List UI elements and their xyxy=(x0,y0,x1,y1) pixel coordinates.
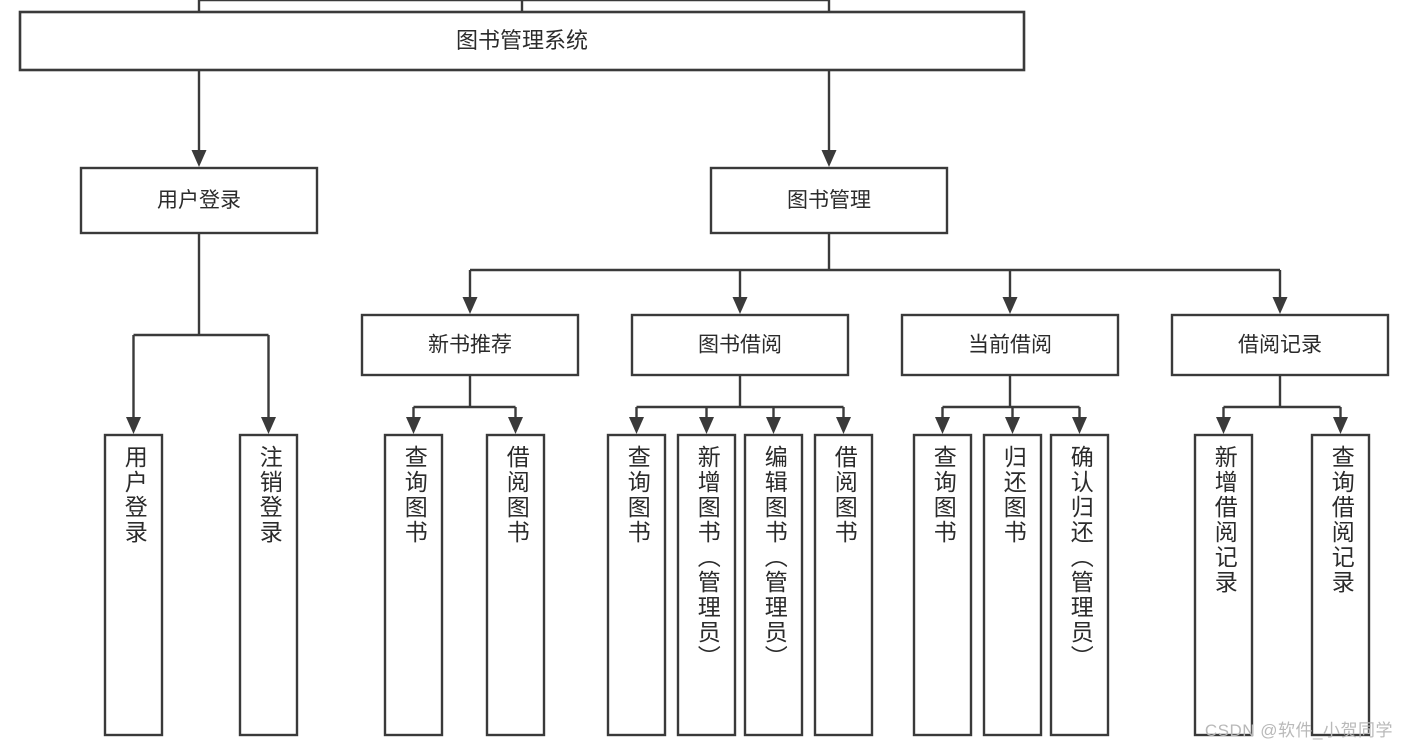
node-box-user-login-do[interactable] xyxy=(103,433,164,737)
node-box-new-book-recommend[interactable] xyxy=(360,313,580,377)
node-box-record-add[interactable] xyxy=(1193,433,1254,737)
arrow-head-current-borrow xyxy=(1002,297,1018,314)
node-box-borrow-add-book[interactable] xyxy=(676,433,737,737)
arrow-head-book-borrow xyxy=(732,297,748,314)
node-box-user-logout[interactable] xyxy=(238,433,299,737)
connector-layer xyxy=(126,0,1348,434)
node-box-recommend-query-book[interactable] xyxy=(383,433,444,737)
arrow-head-record-query xyxy=(1333,417,1348,434)
arrow-head-current-confirm-return xyxy=(1072,417,1087,434)
node-box-record-query[interactable] xyxy=(1310,433,1371,737)
arrow-head-borrow-edit-book xyxy=(766,417,781,434)
arrow-head-recommend-borrow-book xyxy=(508,417,523,434)
node-label-borrow-record: 借阅记录 xyxy=(1238,334,1322,357)
node-box-book-borrow[interactable] xyxy=(630,313,850,377)
arrow-head-book-manage xyxy=(821,150,837,167)
node-box-user-login[interactable] xyxy=(79,166,319,235)
arrow-head-current-return-book xyxy=(1005,417,1020,434)
node-label-new-book-recommend: 新书推荐 xyxy=(428,334,512,357)
node-box-borrow-query-book[interactable] xyxy=(606,433,667,737)
node-box-borrow-borrow-book[interactable] xyxy=(813,433,874,737)
node-box-root[interactable] xyxy=(18,10,1026,72)
arrow-head-record-add xyxy=(1216,417,1231,434)
watermark-text: CSDN @软件_小贺同学 xyxy=(1204,721,1393,740)
arrow-head-user-logout xyxy=(261,417,276,434)
node-label-root: 图书管理系统 xyxy=(456,28,588,53)
node-box-current-return-book[interactable] xyxy=(982,433,1043,737)
node-box-book-manage[interactable] xyxy=(709,166,949,235)
arrow-head-user-login-do xyxy=(126,417,141,434)
node-label-book-borrow: 图书借阅 xyxy=(698,334,782,357)
node-box-current-query-book[interactable] xyxy=(912,433,973,737)
node-box-borrow-record[interactable] xyxy=(1170,313,1390,377)
node-label-current-borrow: 当前借阅 xyxy=(968,334,1052,357)
node-box-current-confirm-return[interactable] xyxy=(1049,433,1110,737)
node-box-borrow-edit-book[interactable] xyxy=(743,433,804,737)
arrow-head-current-query-book xyxy=(935,417,950,434)
node-label-user-login: 用户登录 xyxy=(157,189,241,212)
arrow-head-new-book-recommend xyxy=(462,297,478,314)
node-box-recommend-borrow-book[interactable] xyxy=(485,433,546,737)
node-box-current-borrow[interactable] xyxy=(900,313,1120,377)
arrow-head-borrow-query-book xyxy=(629,417,644,434)
node-label-book-manage: 图书管理 xyxy=(787,189,871,212)
arrow-head-recommend-query-book xyxy=(406,417,421,434)
arrow-head-borrow-borrow-book xyxy=(836,417,851,434)
arrow-head-borrow-record xyxy=(1272,297,1288,314)
arrow-head-borrow-add-book xyxy=(699,417,714,434)
arrow-head-user-login xyxy=(191,150,207,167)
